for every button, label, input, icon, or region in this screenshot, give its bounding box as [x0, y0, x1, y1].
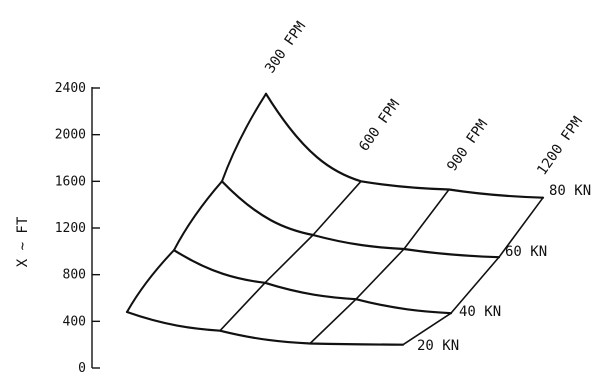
y-tick-label: 2400 — [55, 81, 86, 96]
y-axis-label: X ~ FT — [15, 216, 31, 267]
rate-line-900-fpm — [309, 188, 450, 345]
y-tick-label: 1200 — [55, 221, 86, 236]
rate-label: 600 FPM — [356, 97, 403, 155]
speed-line-80-kn — [264, 92, 545, 199]
speed-label: 60 KN — [505, 244, 547, 260]
speed-label: 80 KN — [549, 183, 591, 199]
y-tick-label: 1600 — [55, 174, 86, 189]
y-ticks: 0 400 800 1200 1600 2000 2400 — [55, 81, 100, 372]
speed-label: 20 KN — [417, 338, 459, 354]
speed-label: 40 KN — [459, 304, 501, 320]
rate-label: 900 FPM — [444, 117, 491, 175]
y-tick-label: 400 — [63, 314, 86, 329]
y-tick-label: 0 — [78, 361, 86, 372]
carpet-labels: 80 KN 60 KN 40 KN 20 KN 300 FPM 600 FPM 900 FP… — [262, 19, 591, 354]
y-tick-label: 2000 — [55, 128, 86, 143]
speed-line-20-kn — [125, 310, 405, 346]
rate-label: 300 FPM — [262, 19, 309, 77]
rate-label: 1200 FPM — [534, 114, 586, 178]
carpet-lines — [125, 92, 545, 346]
y-tick-label: 800 — [63, 268, 86, 283]
rate-line-600-fpm — [219, 180, 362, 332]
speed-line-40-kn — [172, 249, 453, 315]
speed-line-60-kn — [220, 180, 501, 259]
rate-line-300-fpm — [126, 92, 267, 313]
rate-line-1200-fpm — [402, 196, 544, 346]
